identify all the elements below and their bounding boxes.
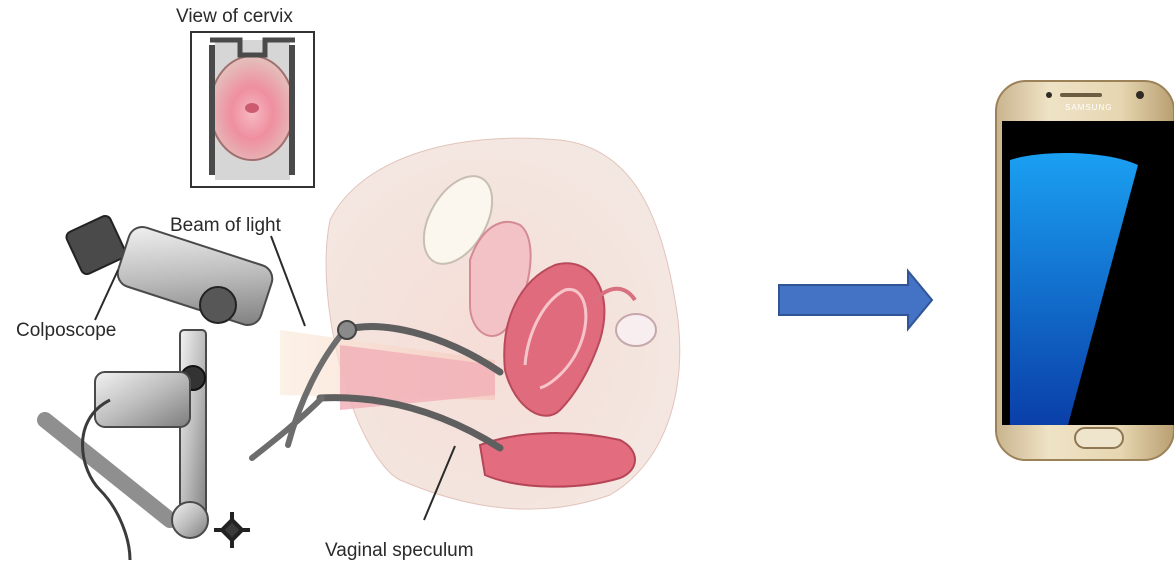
rectum bbox=[480, 433, 635, 487]
colposcope-eyepiece bbox=[65, 214, 128, 276]
phone-sensor-icon bbox=[1046, 92, 1052, 98]
smartphone-illustration: SAMSUNG bbox=[996, 81, 1174, 460]
beam-leader-line bbox=[271, 236, 305, 326]
phone-camera-icon bbox=[1136, 91, 1144, 99]
colposcope-objective bbox=[200, 287, 236, 323]
label-vaginal-speculum: Vaginal speculum bbox=[325, 540, 474, 561]
colposcope-rail bbox=[45, 420, 170, 520]
colposcope-column bbox=[180, 330, 206, 530]
phone-brand: SAMSUNG bbox=[1065, 103, 1112, 112]
colposcope-leader-line bbox=[95, 270, 118, 320]
label-view-of-cervix: View of cervix bbox=[176, 6, 293, 27]
colposcope bbox=[45, 214, 276, 560]
speculum-hinge bbox=[338, 321, 356, 339]
phone-home-button bbox=[1075, 428, 1123, 448]
colposcopy-illustration: View of cervix Beam of light Colposcope … bbox=[16, 6, 680, 561]
colposcope-head bbox=[114, 223, 276, 328]
cervical-os bbox=[245, 103, 259, 113]
cervix-view-inset bbox=[191, 32, 314, 187]
phone-speaker bbox=[1060, 93, 1102, 97]
transition-arrow bbox=[779, 271, 932, 329]
arrow-right-icon bbox=[779, 271, 932, 329]
label-colposcope: Colposcope bbox=[16, 320, 116, 341]
label-beam-of-light: Beam of light bbox=[170, 215, 282, 236]
colposcope-base-knob bbox=[214, 512, 250, 548]
colposcope-base-joint bbox=[172, 502, 208, 538]
ovary bbox=[616, 314, 656, 346]
